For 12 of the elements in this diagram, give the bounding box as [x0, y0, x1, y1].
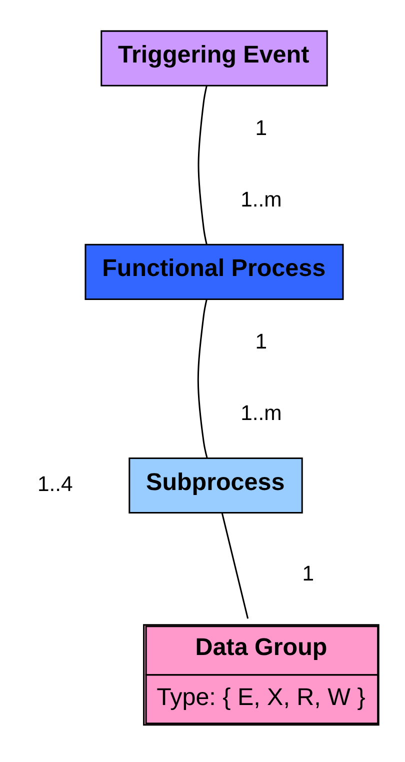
- node-box: Functional Process: [84, 244, 344, 300]
- node-box: Subprocess: [128, 458, 303, 514]
- label: 1: [255, 330, 268, 354]
- connector: [197, 299, 208, 458]
- node-box: Triggering Event: [100, 30, 328, 86]
- label: 1..m: [240, 402, 282, 425]
- label: 1: [255, 117, 268, 140]
- label: 1..m: [240, 188, 282, 212]
- connector: [198, 86, 208, 245]
- label: 1: [302, 562, 314, 586]
- label: 1..4: [38, 473, 73, 496]
- connector: [221, 512, 249, 619]
